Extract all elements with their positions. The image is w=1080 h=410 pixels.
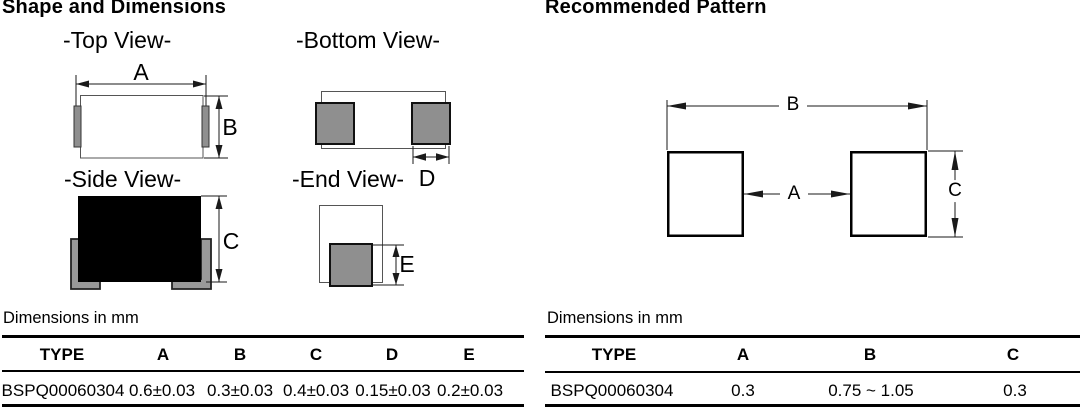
right-table-top-rule xyxy=(545,335,1080,338)
bottom-view-diagram xyxy=(315,91,451,164)
arrow-left-icon xyxy=(667,102,686,110)
bottom-view-pad-left xyxy=(315,102,355,145)
arrow-down-icon xyxy=(215,145,223,158)
dim-label-D-bottom-view: D xyxy=(418,164,436,191)
units-note-left: Dimensions in mm xyxy=(3,309,139,327)
right-table-header-type: TYPE xyxy=(591,345,637,364)
left-table-header-a: A xyxy=(156,345,170,364)
left-table-cell-d: 0.15±0.03 xyxy=(355,381,431,400)
top-view-diagram xyxy=(73,75,228,159)
right-table-bottom-rule xyxy=(545,404,1080,407)
left-table-cell-type: BSPQ00060304 xyxy=(1,381,125,400)
left-table-cell-a: 0.6±0.03 xyxy=(128,381,196,400)
left-table-cell-c: 0.4±0.03 xyxy=(282,381,350,400)
left-table-cell-e: 0.2±0.03 xyxy=(436,381,504,400)
dim-label-B-top-view: B xyxy=(222,113,238,140)
arrow-right-icon xyxy=(436,153,449,161)
right-table-header-b: B xyxy=(863,345,877,364)
left-table-cell-b: 0.3±0.03 xyxy=(206,381,274,400)
arrow-left-icon xyxy=(744,190,763,198)
dim-label-A-pattern: A xyxy=(784,183,804,205)
left-table-bottom-rule xyxy=(2,404,524,407)
side-view-label: -Side View- xyxy=(64,166,182,192)
side-view-diagram xyxy=(70,195,227,290)
end-view-label: -End View- xyxy=(292,166,405,192)
top-view-terminal-left xyxy=(73,105,82,148)
right-table-cell-a: 0.3 xyxy=(731,381,755,400)
section-title-recommended-pattern: Recommended Pattern xyxy=(545,0,767,18)
right-table-cell-c: 0.3 xyxy=(1003,381,1027,400)
end-view-diagram xyxy=(319,205,404,287)
end-view-pad xyxy=(329,243,373,287)
dim-label-A-top-view: A xyxy=(133,58,149,85)
recommended-pattern-diagram xyxy=(666,100,963,238)
right-table-mid-rule xyxy=(545,371,1080,373)
units-note-right: Dimensions in mm xyxy=(547,309,683,327)
top-view-body xyxy=(80,95,204,159)
left-table-top-rule xyxy=(2,335,524,338)
arrow-up-icon xyxy=(215,96,223,109)
arrow-right-icon xyxy=(908,102,927,110)
bottom-view-label: -Bottom View- xyxy=(296,27,441,53)
arrow-down-icon xyxy=(215,269,223,282)
arrow-left-icon xyxy=(413,153,426,161)
left-table-mid-rule xyxy=(2,370,524,372)
arrow-down-icon xyxy=(951,218,959,237)
left-table-header-e: E xyxy=(463,345,475,364)
left-table-header-d: D xyxy=(385,345,399,364)
right-table-cell-type: BSPQ00060304 xyxy=(550,381,674,400)
arrow-right-icon xyxy=(831,190,850,198)
section-title-shape-and-dimensions: Shape and Dimensions xyxy=(2,0,227,18)
bottom-view-pad-right xyxy=(411,102,451,145)
pattern-pad-left xyxy=(667,151,744,237)
arrow-up-icon xyxy=(951,151,959,170)
arrow-up-icon xyxy=(215,196,223,209)
arrow-down-icon xyxy=(392,273,400,285)
dim-label-C-pattern: C xyxy=(945,180,965,202)
top-view-terminal-right xyxy=(201,105,210,148)
arrow-right-icon xyxy=(193,80,206,88)
pattern-pad-right xyxy=(850,151,927,237)
top-view-label: -Top View- xyxy=(63,27,172,53)
left-table-header-c: C xyxy=(309,345,323,364)
dim-label-E-end-view: E xyxy=(399,250,415,277)
right-table-header-c: C xyxy=(1006,345,1020,364)
side-view-body xyxy=(78,196,201,282)
right-table-cell-b: 0.75 ~ 1.05 xyxy=(828,381,914,400)
left-table-header-b: B xyxy=(233,345,247,364)
left-table-header-type: TYPE xyxy=(39,345,85,364)
dim-label-C-side-view: C xyxy=(222,227,240,254)
dim-label-B-pattern: B xyxy=(783,94,803,116)
arrow-up-icon xyxy=(392,245,400,257)
right-table-header-a: A xyxy=(736,345,750,364)
arrow-left-icon xyxy=(76,80,89,88)
